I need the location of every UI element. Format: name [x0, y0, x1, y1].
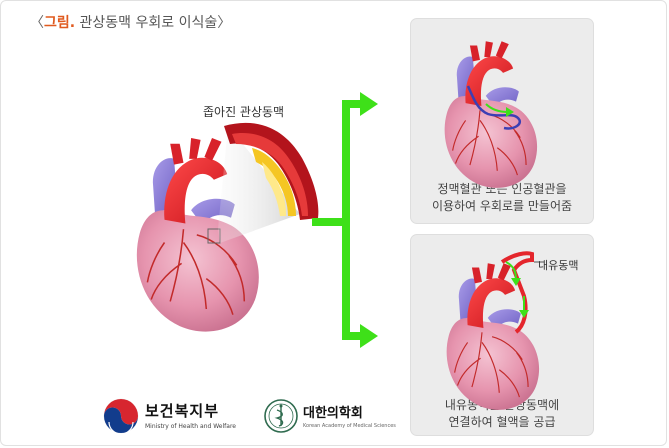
ministry-english-name: Ministry of Health and Welfare — [145, 423, 236, 430]
arrow-head-bottom — [360, 324, 378, 348]
arrow-head-top — [360, 92, 378, 116]
graft-arrow-head — [506, 107, 514, 117]
ima-flow-arrow-head-2 — [519, 310, 529, 318]
graft-arrow — [485, 103, 509, 113]
ima-flow-arrow-head-1 — [511, 278, 521, 286]
arrow-trunk — [342, 100, 350, 340]
heart-mammary-graft — [446, 262, 540, 411]
title-text: 관상동맥 우회로 이식술 — [79, 15, 218, 31]
caption-line: 연결하여 혈액을 공급 — [448, 415, 556, 429]
figure-title: 〈그림. 관상동맥 우회로 이식술〉 — [30, 12, 231, 32]
academy-logo-text: 대한의학회 Korean Academy of Medical Sciences — [303, 402, 396, 429]
academy-english-name: Korean Academy of Medical Sciences — [303, 423, 396, 429]
title-prefix: 그림. — [44, 15, 76, 31]
panel-vein-graft-caption: 정맥혈관 또는 인공혈관을 이용하여 우회로를 만들어줌 — [411, 181, 593, 215]
ministry-logo-text: 보건복지부 Ministry of Health and Welfare — [145, 400, 236, 430]
title-close-bracket: 〉 — [217, 15, 232, 31]
ministry-emblem-icon — [103, 398, 139, 434]
academy-name: 대한의학회 — [303, 406, 363, 421]
flow-arrows — [312, 92, 378, 348]
narrowed-artery-label: 좁아진 관상동맥 — [203, 105, 285, 119]
title-open-bracket: 〈 — [30, 15, 44, 31]
internal-mammary-label: 내유동맥 — [538, 259, 579, 272]
caption-line: 이용하여 우회로를 만들어줌 — [431, 199, 573, 213]
academy-seal-icon — [264, 399, 298, 433]
arrow-branch-top — [342, 100, 362, 108]
narrowed-artery-closeup — [224, 122, 319, 220]
arrow-stem — [312, 218, 346, 226]
arrow-branch-bottom — [342, 332, 362, 340]
vein-graft — [466, 85, 521, 130]
zoom-wedge — [218, 126, 300, 243]
ministry-name: 보건복지부 — [145, 402, 220, 420]
caption-line: 정맥혈관 또는 인공혈관을 — [437, 182, 567, 196]
